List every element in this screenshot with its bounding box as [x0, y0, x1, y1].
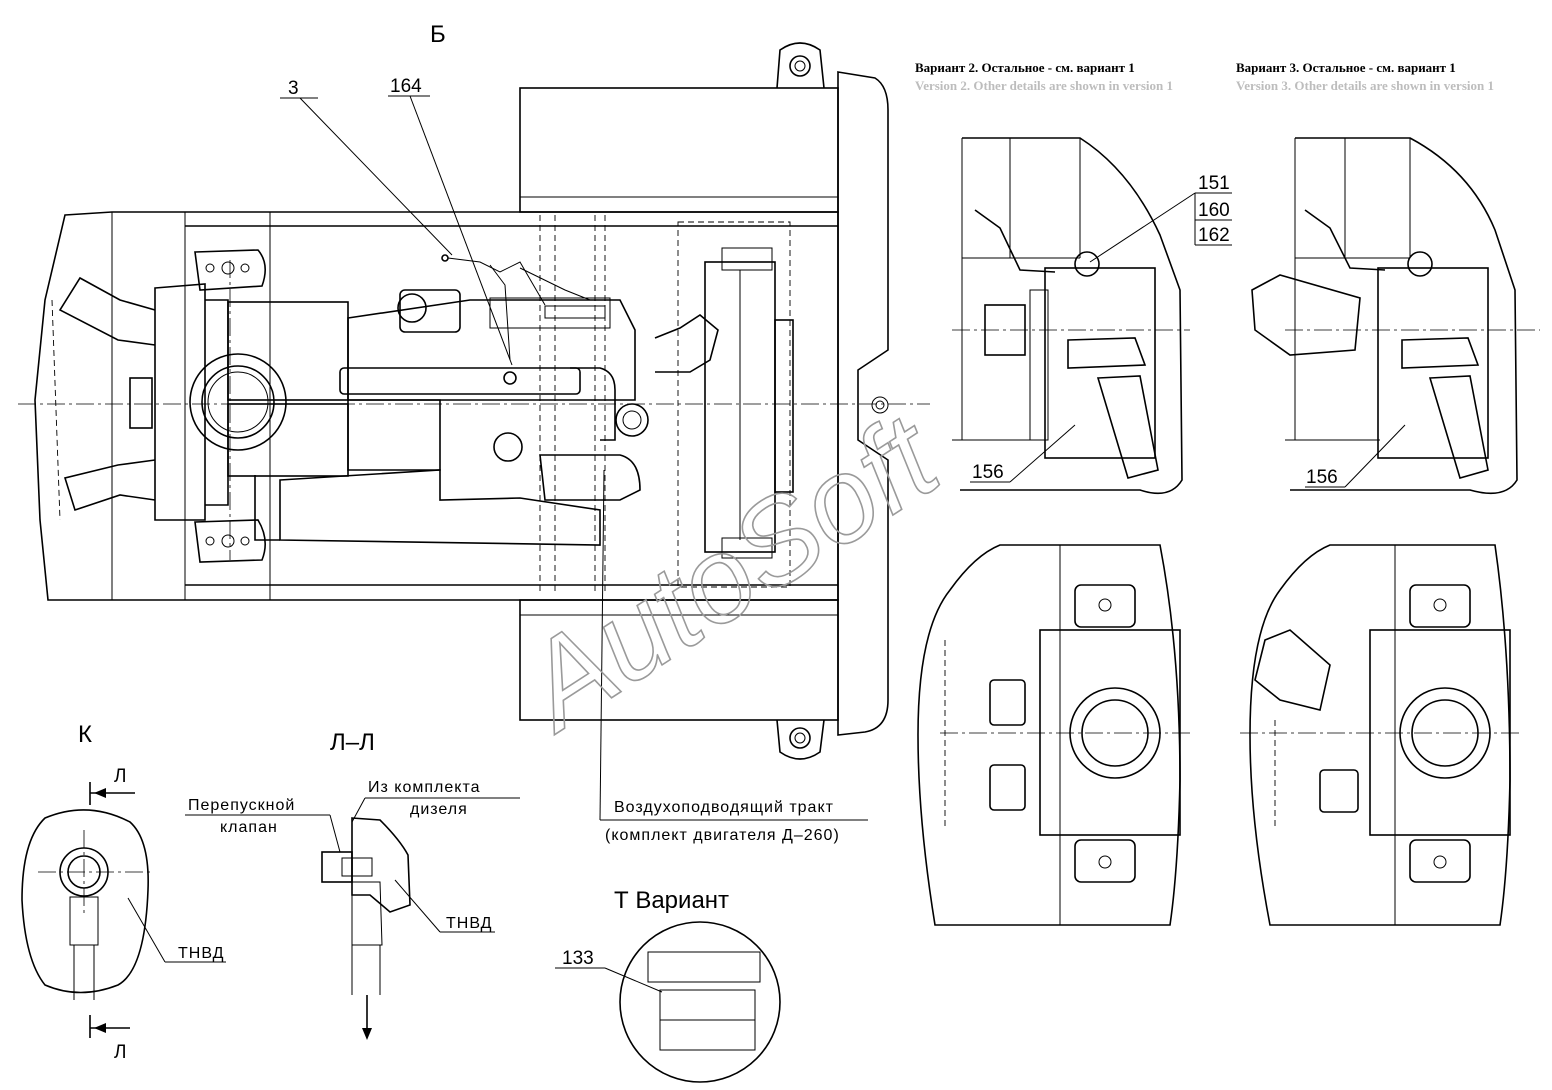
- variant-3-front-view: [1240, 544, 1520, 926]
- fuel-pump-label-k: ТНВД: [178, 945, 224, 962]
- main-view: [18, 42, 930, 760]
- engine-kit-label-2: дизеля: [410, 801, 468, 818]
- section-l-bottom: Л: [114, 1042, 126, 1063]
- callout-156-variant-3: 156: [1306, 467, 1338, 488]
- engine-kit-label-1: Из комплекта: [368, 779, 480, 796]
- t-variant-label: Т Вариант: [614, 887, 729, 914]
- variant-3-title-ru: Вариант 3. Остальное - см. вариант 1: [1236, 60, 1456, 75]
- leader-lines: [280, 95, 1406, 821]
- variant-3-title-en: Version 3. Other details are shown in ve…: [1236, 78, 1494, 93]
- fuel-pump-label-ll: ТНВД: [446, 915, 492, 932]
- view-k-label: К: [78, 721, 92, 748]
- variant-2-side-view: [952, 137, 1190, 495]
- air-intake-label-1: Воздухоподводящий тракт: [614, 799, 834, 816]
- section-l-top: Л: [114, 766, 126, 787]
- section-l-l-detail: [185, 797, 520, 1040]
- section-l-l-label: Л–Л: [330, 729, 375, 756]
- variant-2-front-view: [917, 544, 1190, 926]
- callout-156-variant-2: 156: [972, 462, 1004, 483]
- t-variant-detail: [555, 921, 781, 1083]
- callout-160: 160: [1198, 200, 1230, 221]
- variant-2-title-ru: Вариант 2. Остальное - см. вариант 1: [915, 60, 1135, 75]
- watermark: AutoSoft: [495, 388, 963, 757]
- variant-3-side-view: [1251, 137, 1540, 495]
- bypass-valve-label-2: клапан: [220, 819, 278, 836]
- view-b-label: Б: [430, 21, 446, 48]
- air-intake-label-2: (комплект двигателя Д–260): [605, 827, 840, 844]
- view-k-detail: [21, 782, 226, 1038]
- callout-133: 133: [562, 948, 594, 969]
- callout-3: 3: [288, 78, 299, 99]
- callout-151: 151: [1198, 173, 1230, 194]
- bypass-valve-label-1: Перепускной: [188, 797, 295, 814]
- callout-164: 164: [390, 76, 422, 97]
- callout-162: 162: [1198, 225, 1230, 246]
- variant-2-title-en: Version 2. Other details are shown in ve…: [915, 78, 1173, 93]
